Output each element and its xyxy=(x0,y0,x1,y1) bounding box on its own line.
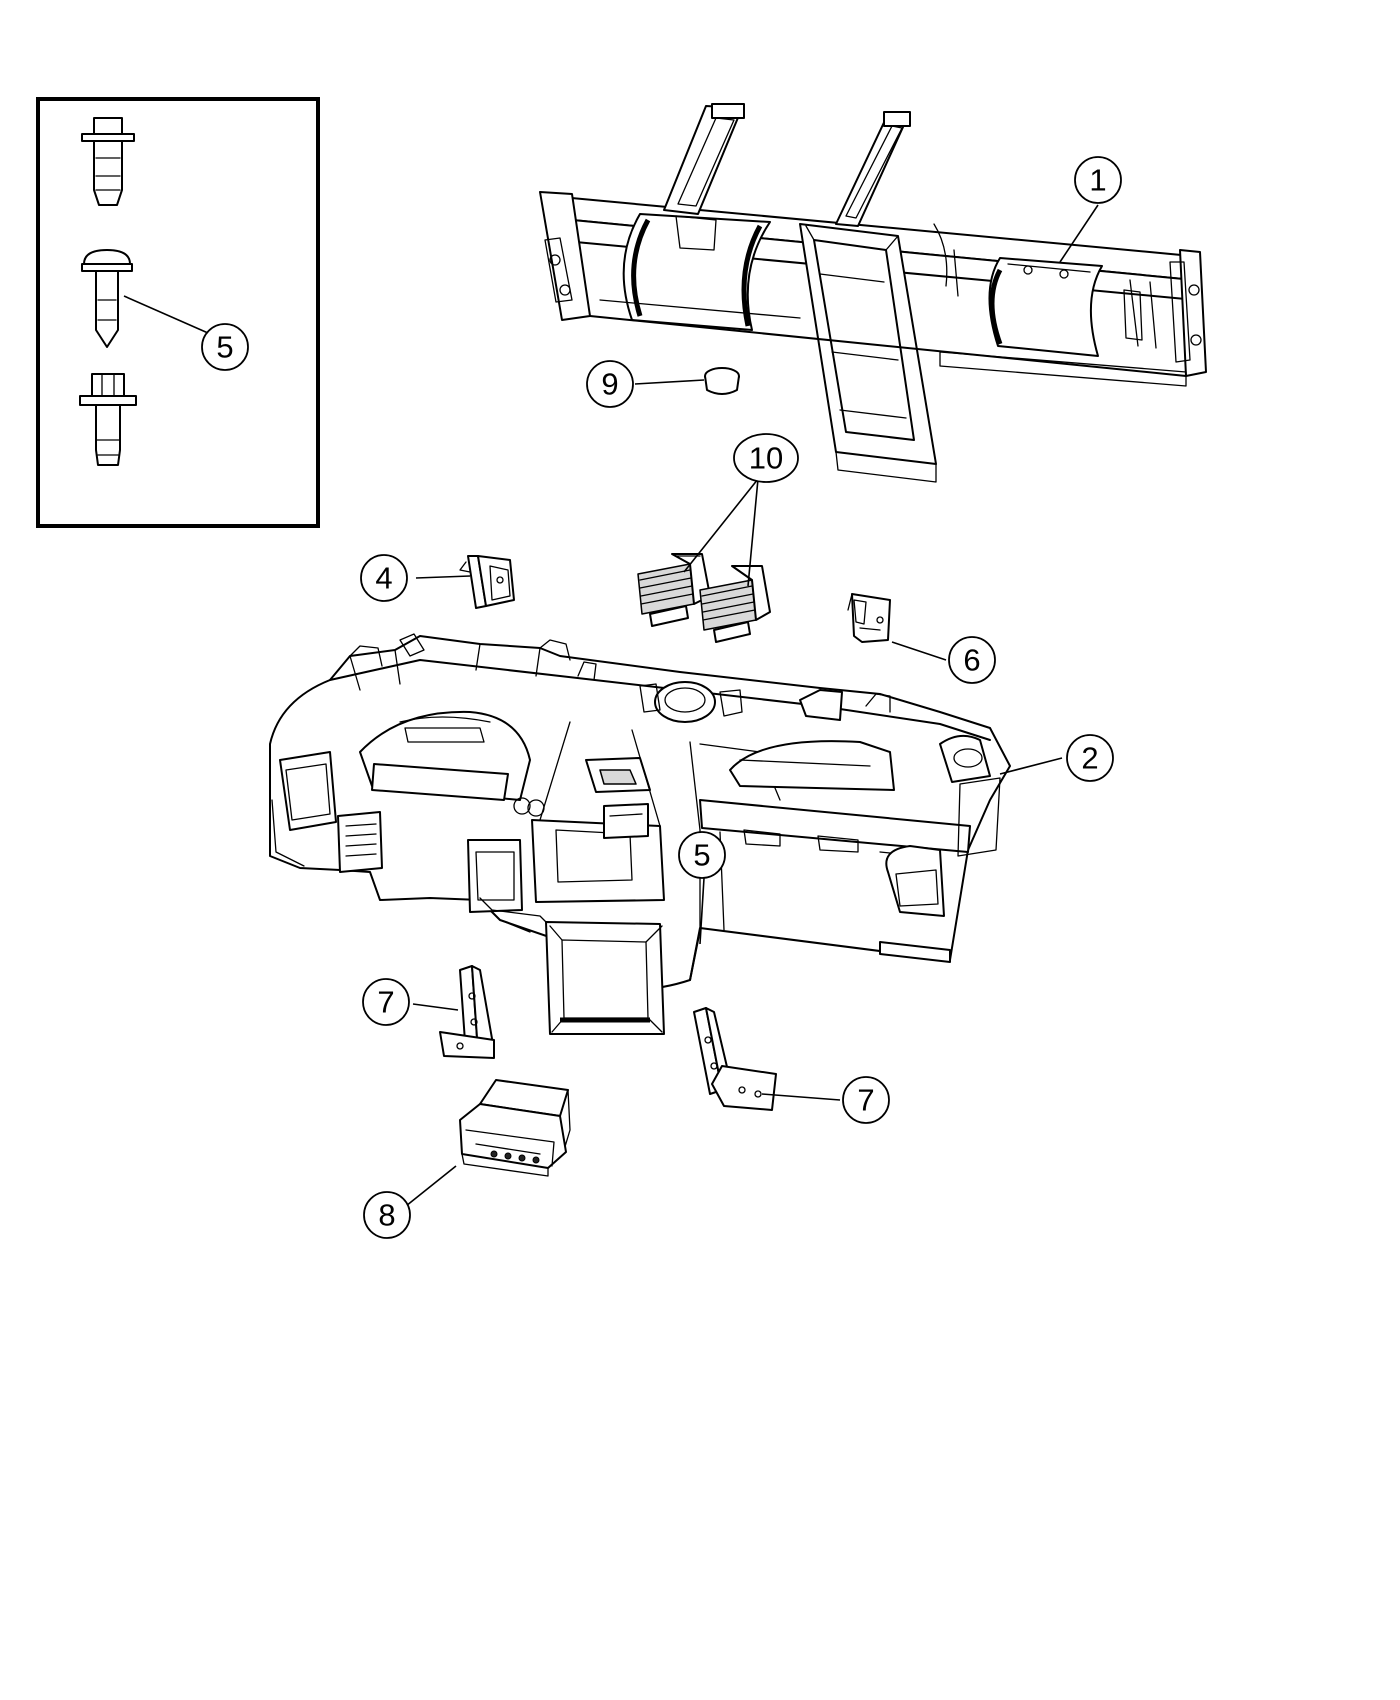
callout-bubble xyxy=(948,636,996,684)
flange-bolt-screw xyxy=(81,117,135,206)
callout-number: 10 xyxy=(749,441,783,476)
callout-5-inset: 5 xyxy=(201,323,249,371)
callout-8: 8 xyxy=(363,1191,411,1239)
callout-4: 4 xyxy=(360,554,408,602)
callout-number: 4 xyxy=(375,561,392,596)
pan-head-screw xyxy=(81,249,133,348)
callout-number: 7 xyxy=(857,1083,874,1118)
callout-1: 1 xyxy=(1074,156,1122,204)
callout-number: 5 xyxy=(216,330,233,365)
callout-bubble xyxy=(362,978,410,1026)
callout-bubble xyxy=(360,554,408,602)
air-outlets xyxy=(637,553,771,643)
callout-number: 5 xyxy=(693,838,710,873)
bracket-6 xyxy=(847,593,891,643)
callout-bubble xyxy=(842,1076,890,1124)
callout-bubble xyxy=(678,831,726,879)
callout-bubble xyxy=(733,433,799,483)
bracket-7-left xyxy=(439,965,495,1059)
callout-10: 10 xyxy=(733,433,799,483)
callout-5-panel: 5 xyxy=(678,831,726,879)
callout-7-right: 7 xyxy=(842,1076,890,1124)
callout-number: 8 xyxy=(378,1198,395,1233)
callout-number: 9 xyxy=(601,367,618,402)
callout-6: 6 xyxy=(948,636,996,684)
bracket-4 xyxy=(459,555,515,609)
bin-part xyxy=(459,1079,571,1177)
hex-washer-bolt xyxy=(79,373,137,466)
leader-lines xyxy=(405,204,1099,1207)
callout-number: 2 xyxy=(1081,741,1098,776)
callout-bubble xyxy=(586,360,634,408)
callout-7-left: 7 xyxy=(362,978,410,1026)
bracket-7-right xyxy=(693,1007,777,1111)
callout-number: 1 xyxy=(1089,163,1106,198)
callout-9: 9 xyxy=(586,360,634,408)
instrument-panel-base xyxy=(269,633,1011,1035)
plug-part xyxy=(704,367,740,395)
callout-bubble xyxy=(201,323,249,371)
callout-number: 6 xyxy=(963,643,980,678)
fastener-inset xyxy=(36,97,320,528)
callout-bubble xyxy=(363,1191,411,1239)
cross-car-beam xyxy=(539,103,1207,483)
callout-2: 2 xyxy=(1066,734,1114,782)
callout-number: 7 xyxy=(377,985,394,1020)
callout-bubble xyxy=(1066,734,1114,782)
callout-bubble xyxy=(1074,156,1122,204)
